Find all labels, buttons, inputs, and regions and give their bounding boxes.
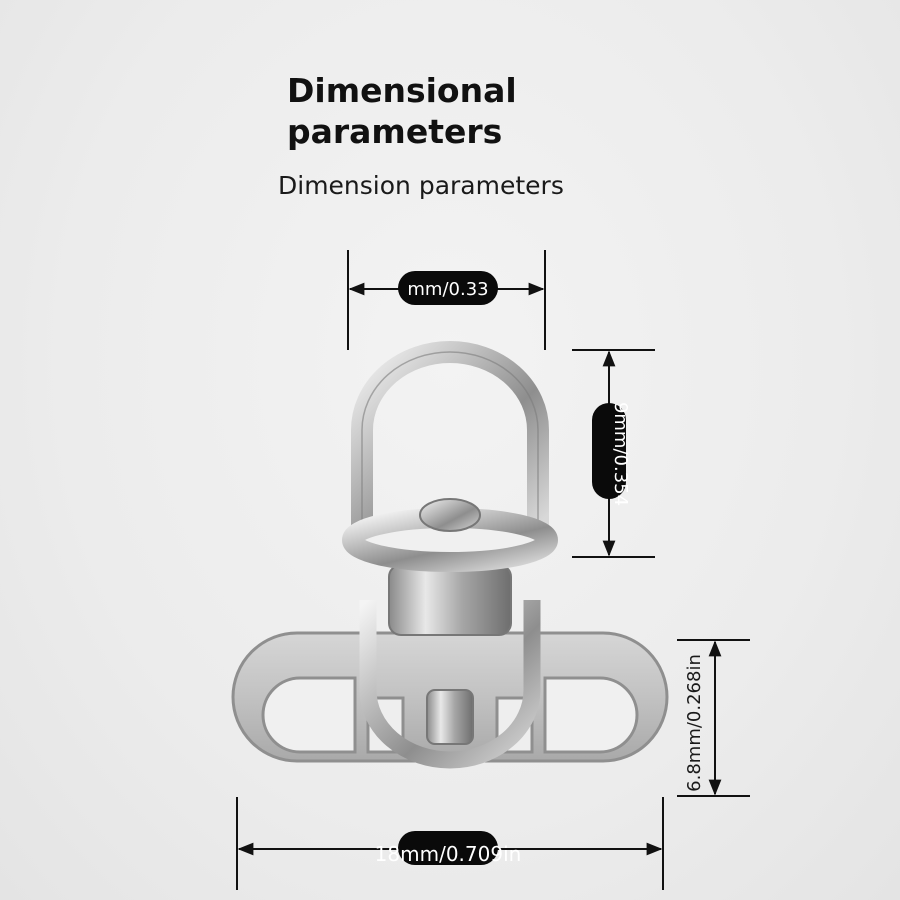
dimension-ring-height-label: 9mm/0.354 [610, 402, 631, 506]
dimension-base-height: 6.8mm/0.268in [677, 639, 750, 797]
swivel-barrel [388, 564, 512, 636]
dimension-label-pill [398, 831, 498, 865]
dimension-label-pill [592, 403, 626, 499]
dimension-base-width: 18mm/0.709in [236, 797, 664, 890]
page-title: Dimensional parameters [287, 71, 517, 151]
dimension-base-width-label: 18mm/0.709in [375, 842, 522, 866]
dimension-base-height-label: 6.8mm/0.268in [684, 654, 705, 792]
dimension-ring-height: 9mm/0.354 [572, 349, 655, 558]
lower-d-ring [359, 600, 541, 769]
dimension-top-width: mm/0.33 [347, 250, 546, 350]
dimension-label-pill [398, 271, 498, 305]
dimension-top-width-label: mm/0.33 [407, 279, 488, 300]
page-subtitle: Dimension parameters [278, 171, 564, 200]
swivel-clip-illustration [231, 341, 669, 769]
